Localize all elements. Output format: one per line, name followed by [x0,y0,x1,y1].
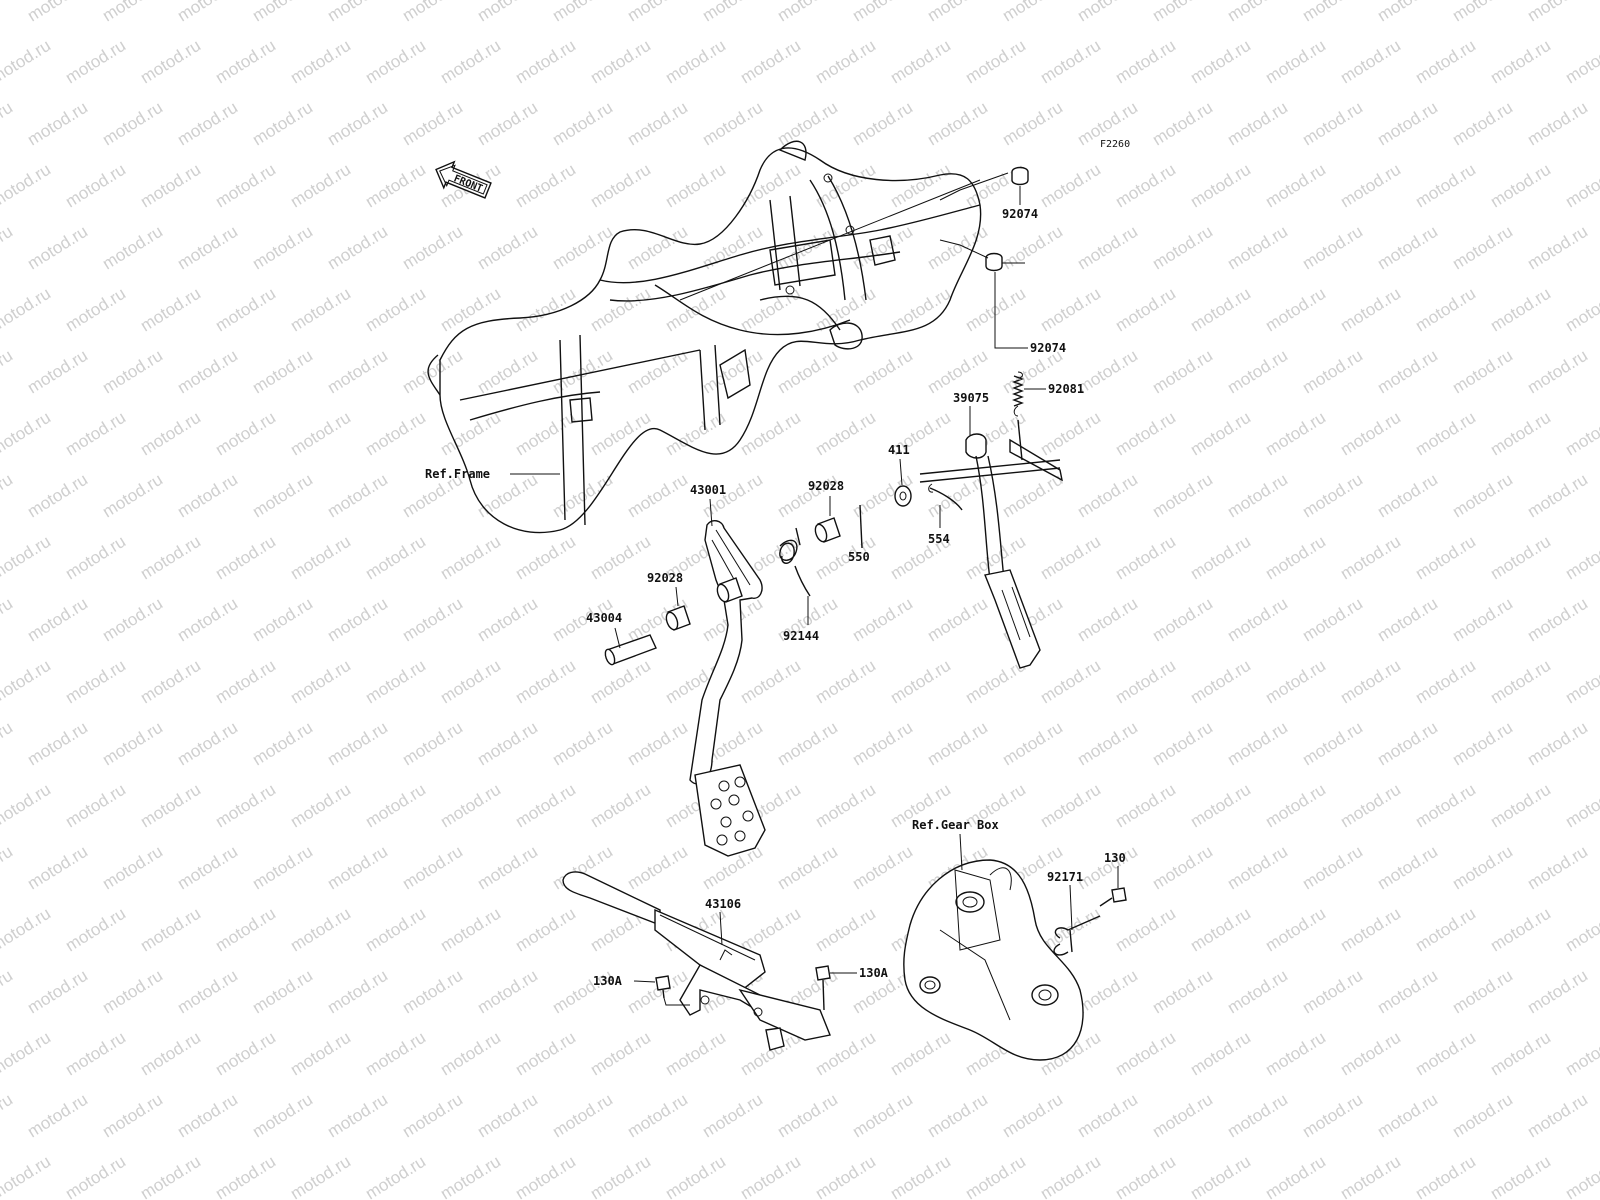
leader-130A-left [633,980,656,983]
part-label-43106: 43106 [705,897,741,911]
part-label-92144: 92144 [783,629,819,643]
part-label-92081: 92081 [1048,382,1084,396]
part-label-411: 411 [888,443,910,457]
figure-code: F2260 [1100,139,1130,150]
gear-box-housing [903,859,1084,1061]
part-label-43004: 43004 [586,611,622,625]
part-label-92171: 92171 [1047,870,1083,884]
part-label-130A-right: 130A [859,966,889,980]
washer-411 [894,485,912,507]
leader-92074-mid-b [994,272,1028,349]
bolt-130 [1099,887,1127,907]
spring-92144 [779,527,811,625]
bolt-130A-right [815,965,831,1011]
part-label-130A-left: 130A [593,974,623,988]
front-arrow-icon: FRONT [435,160,492,199]
leader-92028-left [675,586,679,607]
part-label-130: 130 [1104,851,1126,865]
frame-assembly [427,140,982,534]
parking-lever-43106 [562,871,831,1051]
part-label-92074-top: 92074 [1002,207,1038,221]
bolt-130A-left [655,975,690,1006]
part-label-92074-mid: 92074 [1030,341,1066,355]
bushing-92028-top [814,517,841,543]
ref-gear-box-label: Ref.Gear Box [912,818,999,832]
bushing-92028-left [665,605,691,631]
clip-92171 [1053,915,1101,956]
leader-43001 [709,498,713,527]
brake-pedal-43001 [689,520,766,857]
part-label-39075: 39075 [953,391,989,405]
ref-gear-box-leader [959,833,963,871]
leader-43106 [719,911,723,946]
ref-frame-label: Ref.Frame [425,467,490,481]
cotter-pin-554 [928,483,963,511]
cap-92074-mid [985,252,1003,272]
spring-92081 [1012,371,1024,417]
part-label-43001: 43001 [690,483,726,497]
lever-39075 [919,419,1063,669]
part-label-550: 550 [848,550,870,564]
pin-550 [859,504,863,549]
cap-92074-top [1011,166,1029,205]
part-label-554: 554 [928,532,950,546]
leader-411 [899,458,903,486]
leader-92171 [1069,884,1073,931]
leader-92074-top [939,172,1009,201]
shaft-43004 [604,627,657,666]
leader-92074-mid-frame [939,239,989,259]
part-label-92028-top: 92028 [808,479,844,493]
part-label-92028-left: 92028 [647,571,683,585]
